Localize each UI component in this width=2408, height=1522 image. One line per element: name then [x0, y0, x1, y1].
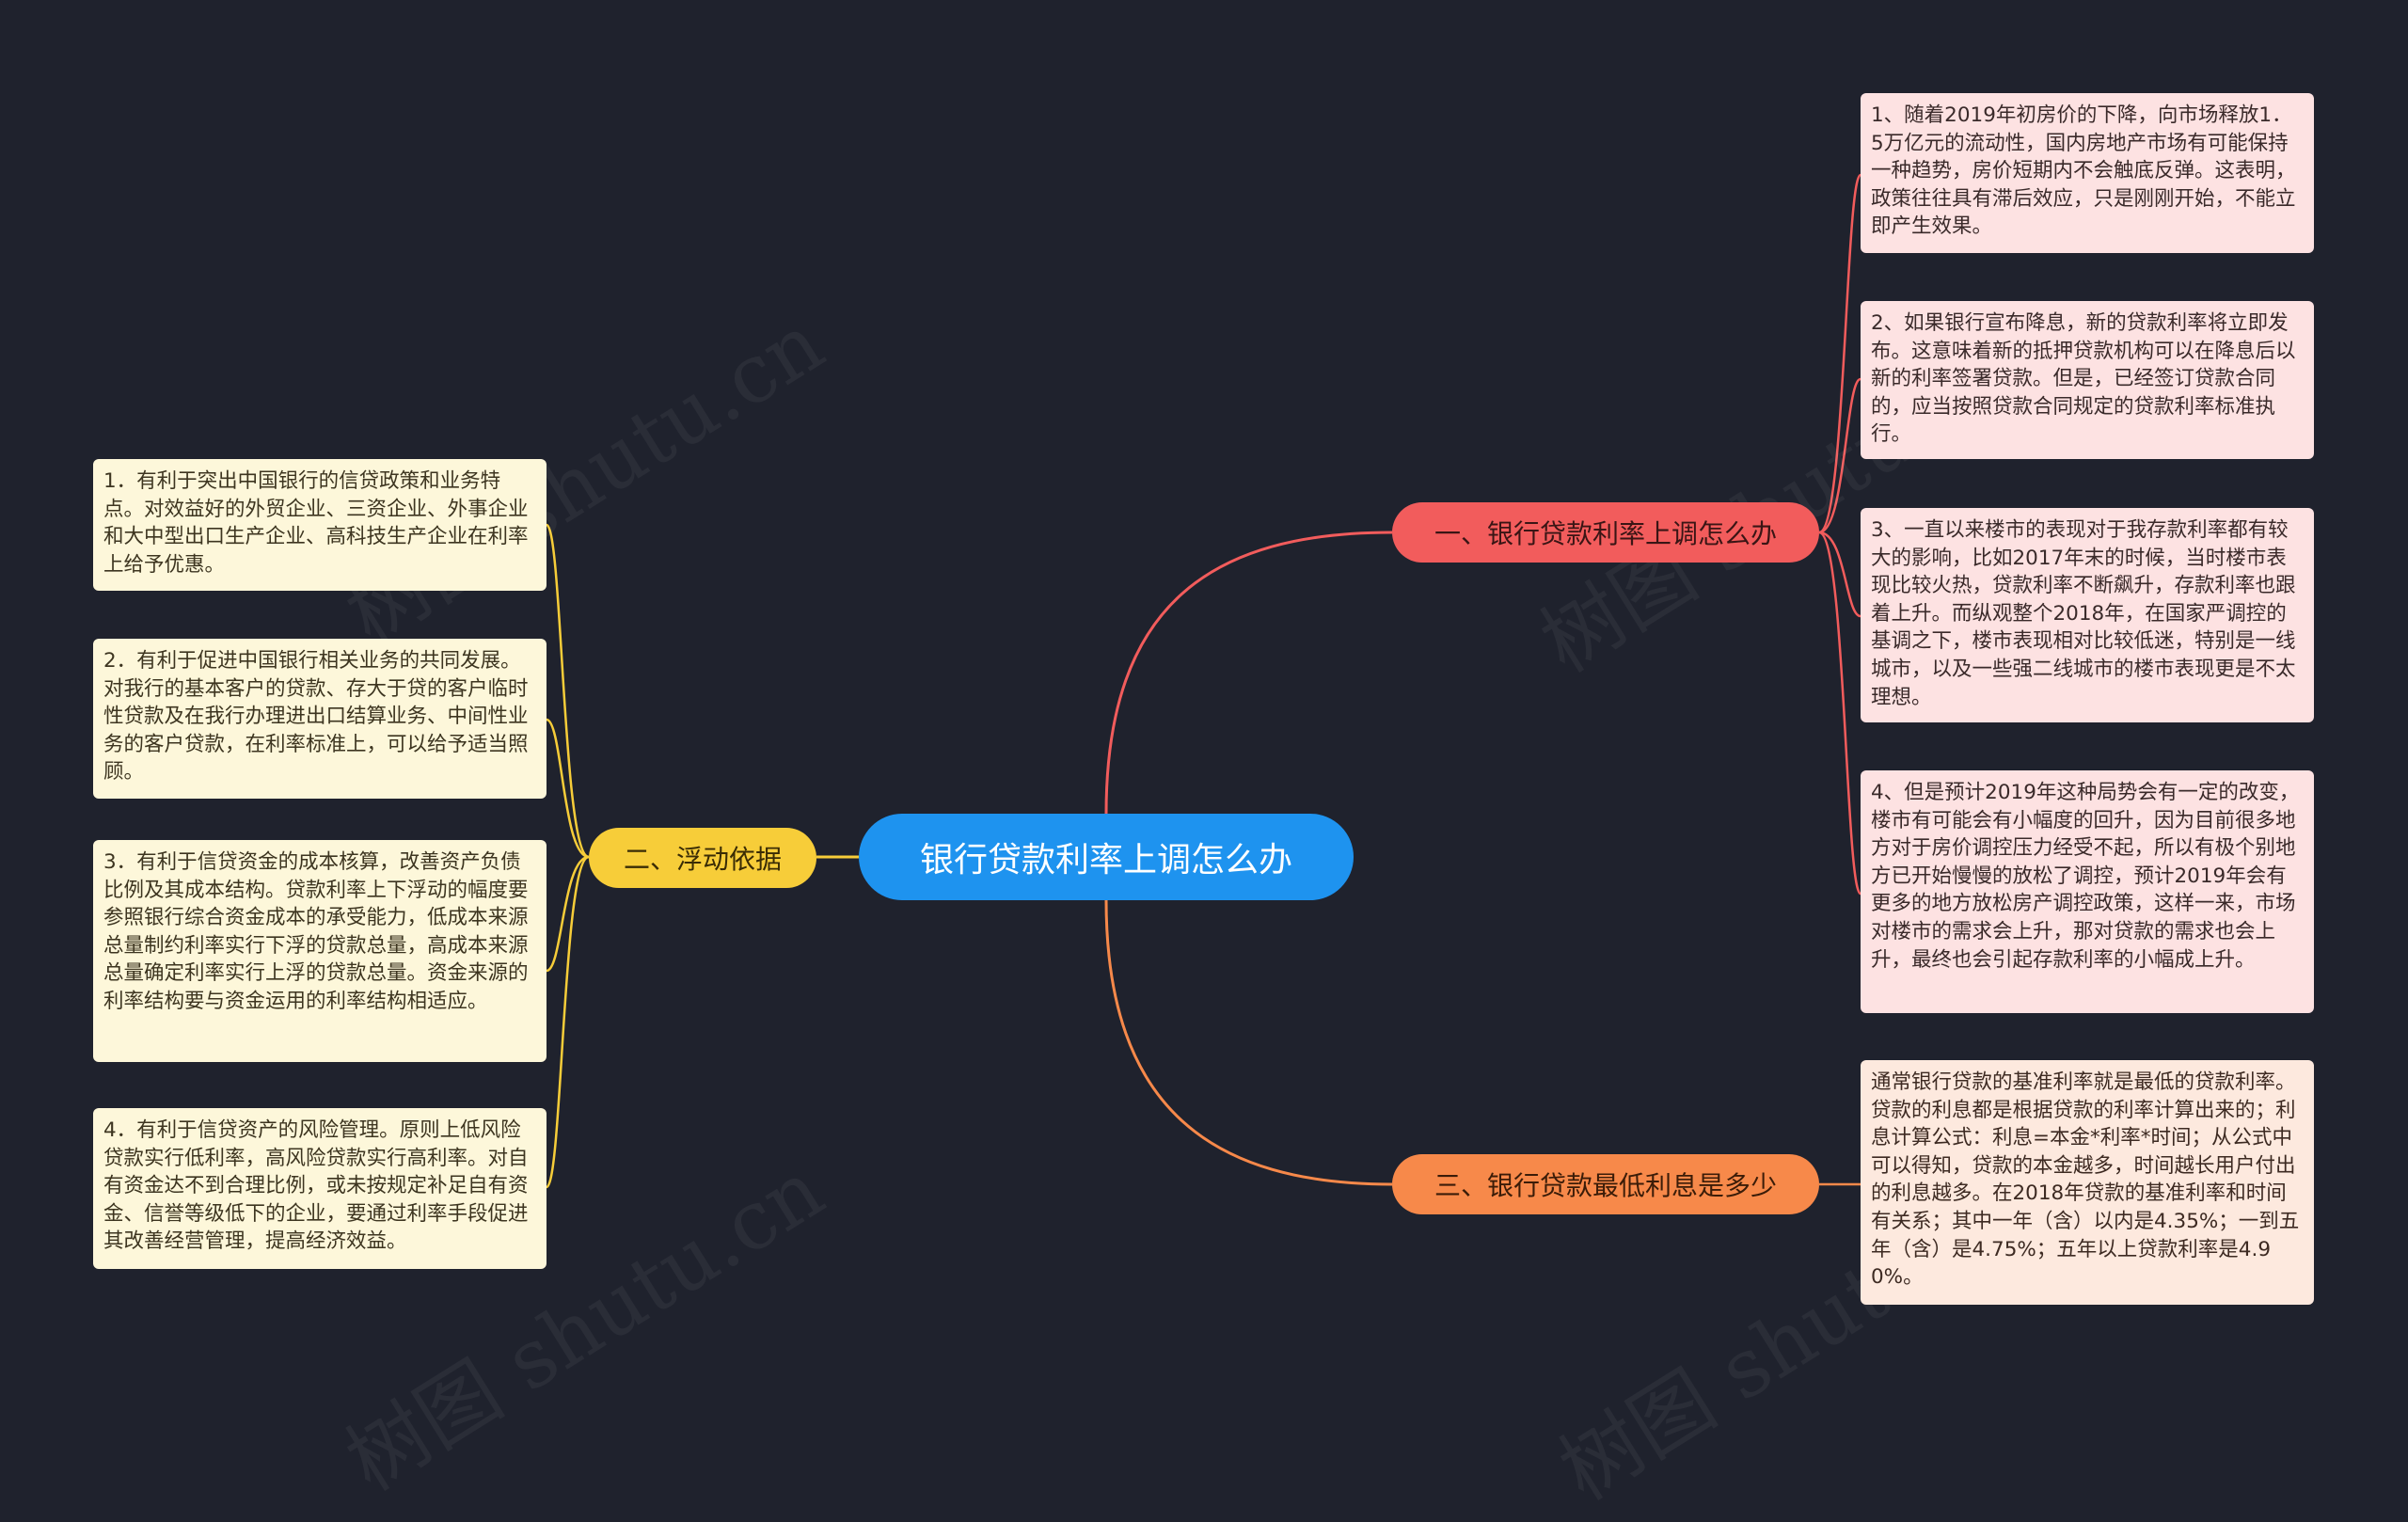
- branch-label: 一、银行贷款利率上调怎么办: [1434, 518, 1777, 549]
- connector-b2-leaf1: [545, 523, 590, 859]
- connector-b2-leaf4: [545, 855, 590, 1189]
- leaf-node[interactable]: 3、一直以来楼市的表现对于我存款利率都有较大的影响，比如2017年末的时候，当时…: [1861, 508, 2314, 722]
- branch-label: 二、浮动依据: [623, 844, 782, 875]
- leaf-node[interactable]: 4、但是预计2019年这种局势会有一定的改变，楼市有可能会有小幅度的回升，因为目…: [1861, 770, 2314, 1013]
- branch-node-3[interactable]: 三、银行贷款最低利息是多少: [1392, 1154, 1819, 1214]
- central-topic-label: 银行贷款利率上调怎么办: [919, 841, 1292, 880]
- connector-lines: [545, 173, 1862, 1189]
- leaf-node[interactable]: 通常银行贷款的基准利率就是最低的贷款利率。贷款的利息都是根据贷款的利率计算出来的…: [1861, 1060, 2314, 1305]
- leaf-node[interactable]: 2．有利于促进中国银行相关业务的共同发展。对我行的基本客户的贷款、存大于贷的客户…: [93, 639, 547, 799]
- connector-root-b3: [1104, 899, 1393, 1186]
- branch-node-2[interactable]: 二、浮动依据: [589, 828, 816, 888]
- leaf-node[interactable]: 1．有利于突出中国银行的信贷政策和业务特点。对效益好的外贸企业、三资企业、外事企…: [93, 459, 547, 591]
- branch-label: 三、银行贷款最低利息是多少: [1434, 1170, 1777, 1201]
- leaf-node[interactable]: 1、随着2019年初房价的下降，向市场释放1．5万亿元的流动性，国内房地产市场有…: [1861, 93, 2314, 253]
- connector-b2-leaf2: [546, 718, 590, 859]
- connector-b1-leaf2: [1818, 377, 1861, 534]
- connector-b2-leaf3: [546, 855, 590, 973]
- connector-b1-leaf1: [1818, 173, 1862, 534]
- leaf-node[interactable]: 2、如果银行宣布降息，新的贷款利率将立即发布。这意味着新的抵押贷款机构可以在降息…: [1861, 301, 2314, 459]
- central-topic[interactable]: 银行贷款利率上调怎么办: [859, 814, 1354, 900]
- connector-b1-leaf3: [1818, 531, 1861, 618]
- branch-node-1[interactable]: 一、银行贷款利率上调怎么办: [1392, 502, 1819, 563]
- connector-root-b1: [1104, 531, 1393, 815]
- leaf-node[interactable]: 4．有利于信贷资产的风险管理。原则上低风险贷款实行低利率，高风险贷款实行高利率。…: [93, 1108, 547, 1269]
- connector-b1-leaf4: [1818, 531, 1862, 896]
- leaf-node[interactable]: 3．有利于信贷资金的成本核算，改善资产负债比例及其成本结构。贷款利率上下浮动的幅…: [93, 840, 547, 1062]
